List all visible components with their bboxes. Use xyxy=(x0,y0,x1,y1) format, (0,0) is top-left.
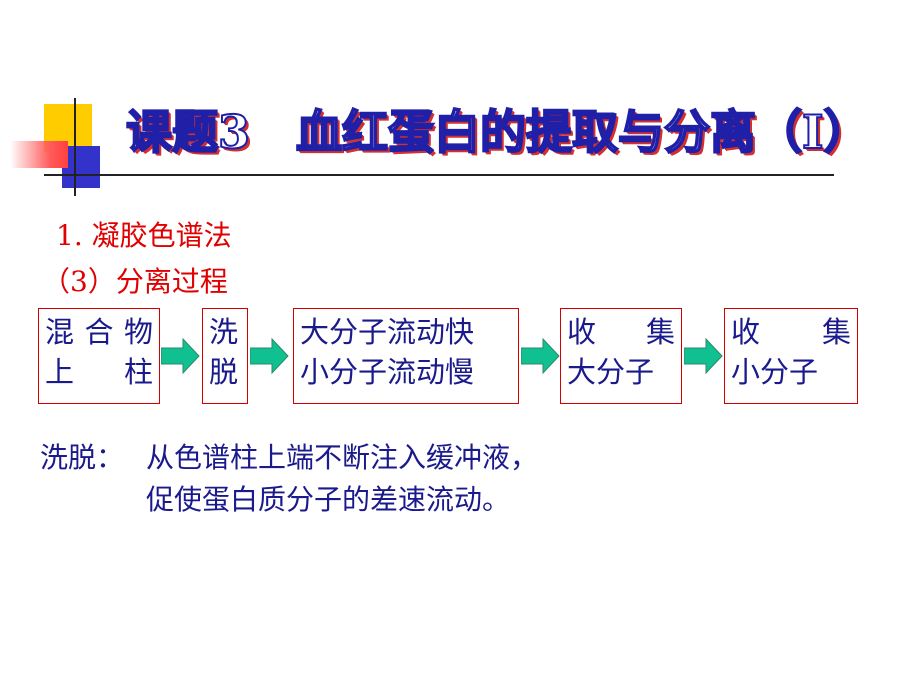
arrow-right-icon xyxy=(161,337,200,375)
slide-title: 课题3 血红蛋白的提取与分离（Ⅰ） xyxy=(125,104,871,160)
note-line-1: 从色谱柱上端不断注入缓冲液， xyxy=(146,441,539,474)
box-text: 小分子 xyxy=(731,355,819,389)
box-text: 脱 xyxy=(209,355,239,389)
decor-blue-square xyxy=(62,146,100,188)
box-text: 物 xyxy=(123,315,153,349)
heading-method: 1. 凝胶色谱法 xyxy=(56,219,232,252)
box-text: 集 xyxy=(645,315,675,349)
box-text: 大分子 xyxy=(567,355,655,389)
box-text: 合 xyxy=(84,315,114,349)
box-text: 收 xyxy=(567,315,597,349)
note-line-2: 促使蛋白质分子的差速流动。 xyxy=(146,483,511,516)
flow-box-collect-large: 收 集 大分子 xyxy=(560,308,682,404)
flow-box-load-column: 混合物 上 柱 xyxy=(38,308,160,404)
arrow-right-icon xyxy=(250,337,289,375)
box-text: 集 xyxy=(821,315,851,349)
flow-box-elution: 洗 脱 xyxy=(202,308,248,404)
note-label: 洗脱： xyxy=(40,441,125,474)
box-text: 大分子流动快 xyxy=(300,315,475,349)
box-text: 收 xyxy=(731,315,761,349)
flow-box-collect-small: 收 集 小分子 xyxy=(724,308,858,404)
box-text: 混 xyxy=(45,315,75,349)
box-text: 上 xyxy=(45,355,75,389)
box-text: 洗 xyxy=(209,315,239,349)
arrow-right-icon xyxy=(521,337,560,375)
box-text: 柱 xyxy=(123,355,153,389)
decor-red-bar xyxy=(10,141,68,168)
decor-vertical-line xyxy=(74,98,76,196)
flow-box-flow-rates: 大分子流动快 小分子流动慢 xyxy=(293,308,519,404)
box-text: 小分子流动慢 xyxy=(300,355,475,389)
decor-horizontal-line xyxy=(44,174,834,176)
arrow-right-icon xyxy=(684,337,723,375)
heading-process: （3）分离过程 xyxy=(42,265,228,298)
